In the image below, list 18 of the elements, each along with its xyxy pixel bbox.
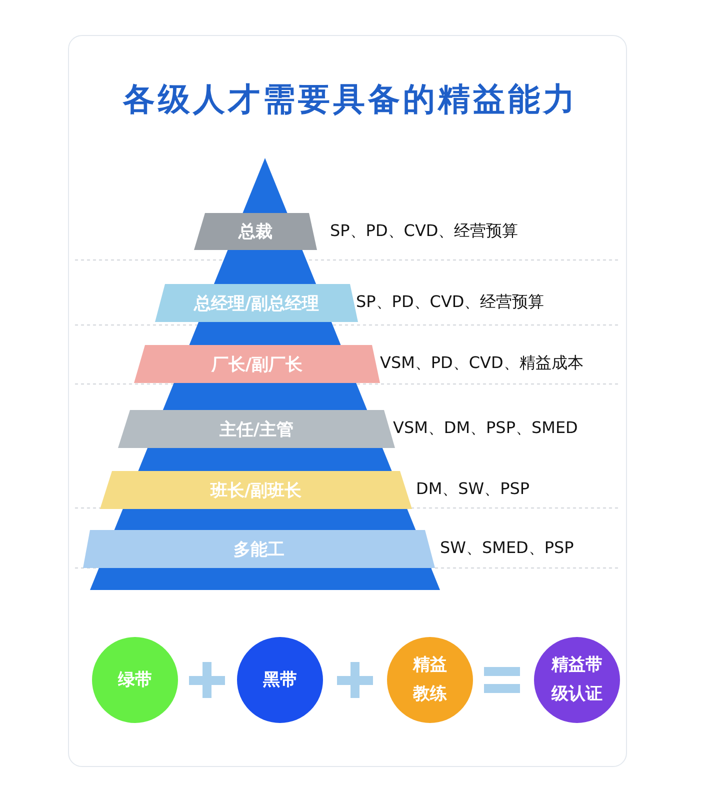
circle-label: 精益带级认证	[550, 654, 604, 706]
skill-list: SP、PD、CVD、经营预算	[330, 221, 518, 242]
circle-label: 黑带	[262, 668, 298, 692]
band-label: 班长/副班长	[210, 480, 302, 502]
band-label: 主任/主管	[219, 418, 294, 440]
skill-list: SP、PD、CVD、经营预算	[356, 292, 544, 313]
band-label: 总裁	[238, 221, 272, 243]
skill-list: VSM、PD、CVD、精益成本	[380, 353, 584, 374]
skill-list: VSM、DM、PSP、SMED	[393, 418, 578, 439]
skill-list: SW、SMED、PSP	[440, 538, 574, 559]
band-label: 总经理/副总经理	[194, 292, 320, 314]
skill-list: DM、SW、PSP	[416, 479, 530, 500]
pyramid-band	[83, 530, 435, 568]
circle-label: 绿带	[116, 668, 153, 692]
band-label: 厂长/副厂长	[211, 354, 303, 376]
band-label: 多能工	[234, 538, 284, 560]
title: 各级人才需要具备的精益能力	[122, 79, 579, 120]
circle-label: 精益教练	[412, 654, 448, 706]
